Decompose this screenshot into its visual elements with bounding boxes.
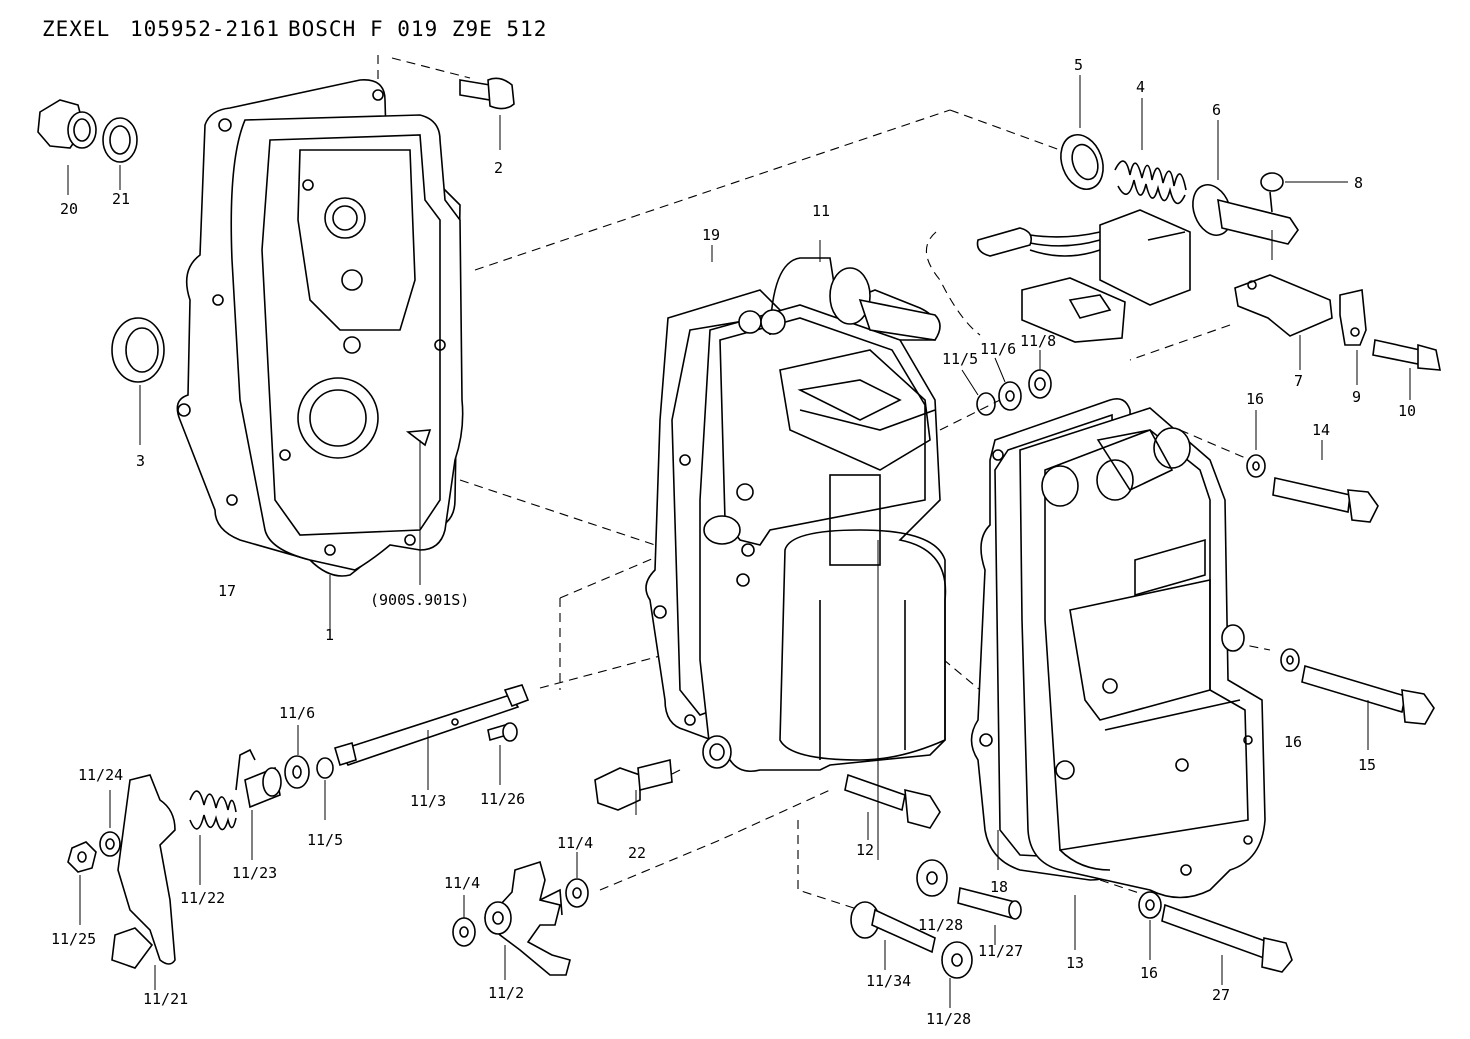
part-11-governor-body [699, 240, 947, 773]
callout-11-26: 11/26 [480, 790, 525, 808]
part-11-21-lever [111, 774, 176, 990]
callout-11-21: 11/21 [143, 990, 188, 1008]
callout-11-24: 11/24 [78, 766, 123, 784]
part-11-25-nut [67, 841, 97, 925]
callout-19: 19 [702, 226, 720, 244]
header-bosch-number: F 019 Z9E 512 [370, 17, 547, 41]
callout-4: 4 [1136, 78, 1145, 96]
part-14-bolt [1272, 440, 1379, 523]
callout-14: 14 [1312, 421, 1330, 439]
callout-16-lower: 16 [1140, 964, 1158, 982]
part-11-34-bolt [850, 901, 936, 970]
part-15-bolt [1301, 664, 1435, 750]
part-11-6-washer-lower [284, 725, 310, 789]
callout-11-6-top: 11/6 [980, 340, 1016, 358]
callout-11-27: 11/27 [978, 942, 1023, 960]
callout-9: 9 [1352, 388, 1361, 406]
header-brand-bosch: BOSCH [288, 17, 356, 41]
callout-1: 1 [325, 626, 334, 644]
part-12-bolt [844, 540, 941, 860]
callout-27: 27 [1212, 986, 1230, 1004]
part-11-26-pin [487, 722, 518, 785]
callout-2: 2 [494, 159, 503, 177]
callout-3: 3 [136, 452, 145, 470]
part-8-screw [1260, 172, 1348, 213]
part-7-bracket [1234, 230, 1333, 370]
callout-labels: 1 2 3 4 5 6 7 8 9 10 11 12 13 14 15 16 1… [51, 56, 1416, 1028]
callout-11-4-right: 11/4 [557, 834, 593, 852]
callout-11-2: 11/2 [488, 984, 524, 1002]
callout-22: 22 [628, 844, 646, 862]
part-1-housing [230, 114, 464, 640]
part-11-27-stud [957, 887, 1022, 945]
part-4-spring [1114, 98, 1187, 205]
note-900s-901s: (900S.901S) [370, 591, 469, 609]
callout-11-4-left: 11/4 [444, 874, 480, 892]
callout-10: 10 [1398, 402, 1416, 420]
part-16-washer-lower [1138, 891, 1162, 960]
part-11-23-bushing [244, 766, 282, 860]
part-16-washer-middle [1280, 648, 1300, 672]
part-11-22-spring [189, 748, 256, 885]
callout-11-25: 11/25 [51, 930, 96, 948]
connector-harness [976, 209, 1191, 343]
part-27-bolt [1161, 903, 1293, 985]
callout-11-5-lower: 11/5 [307, 831, 343, 849]
part-11-5-oring-lower [316, 757, 334, 820]
callout-16-upper: 16 [1246, 390, 1264, 408]
header-brand-zexel: ZEXEL [42, 17, 110, 41]
part-11-5-oring-top [961, 369, 996, 416]
callout-11-28-upper: 11/28 [918, 916, 963, 934]
part-20-plug [37, 99, 97, 195]
callout-20: 20 [60, 200, 78, 218]
part-11-2-lever [483, 860, 571, 980]
part-2-bolt [459, 77, 515, 150]
callout-18: 18 [990, 878, 1008, 896]
part-11-8-nut [1028, 350, 1052, 399]
callout-11-34: 11/34 [866, 972, 911, 990]
callout-21: 21 [112, 190, 130, 208]
part-22-plug-bolt [594, 758, 673, 815]
part-13-cover [1019, 407, 1266, 950]
callout-11-3: 11/3 [410, 792, 446, 810]
callout-11-22: 11/22 [180, 889, 225, 907]
callout-11-8: 11/8 [1020, 332, 1056, 350]
callout-11-6-lower: 11/6 [279, 704, 315, 722]
callout-15: 15 [1358, 756, 1376, 774]
part-11-28-nut-upper [916, 859, 948, 897]
callout-11-28-lower: 11/28 [926, 1010, 971, 1028]
callout-5: 5 [1074, 56, 1083, 74]
part-11-4-washer-left [452, 895, 476, 947]
callout-11-5-top: 11/5 [942, 350, 978, 368]
callout-16-middle: 16 [1284, 733, 1302, 751]
callout-17: 17 [218, 582, 236, 600]
part-11-24-washer [99, 790, 121, 857]
part-21-washer [102, 117, 138, 190]
part-3-seal [111, 317, 165, 445]
callout-6: 6 [1212, 101, 1221, 119]
part-11-4-washer-right [565, 852, 589, 908]
part-11-3-shaft [334, 684, 530, 790]
part-11-6-washer-top [994, 357, 1022, 411]
part-5-seal [1060, 75, 1104, 190]
part-9-clip [1339, 289, 1367, 385]
callout-8: 8 [1354, 174, 1363, 192]
callout-13: 13 [1066, 954, 1084, 972]
part-11-28-nut-lower [941, 941, 973, 1008]
callout-12: 12 [856, 841, 874, 859]
diagram-header: ZEXEL 105952-2161 BOSCH F 019 Z9E 512 [42, 17, 547, 41]
part-6-retainer [1192, 120, 1299, 245]
part-16-washer-upper [1246, 410, 1266, 478]
part-10-bolt [1372, 339, 1441, 400]
callout-11: 11 [812, 202, 830, 220]
header-zexel-number: 105952-2161 [130, 17, 280, 41]
callout-11-23: 11/23 [232, 864, 277, 882]
callout-7: 7 [1294, 372, 1303, 390]
